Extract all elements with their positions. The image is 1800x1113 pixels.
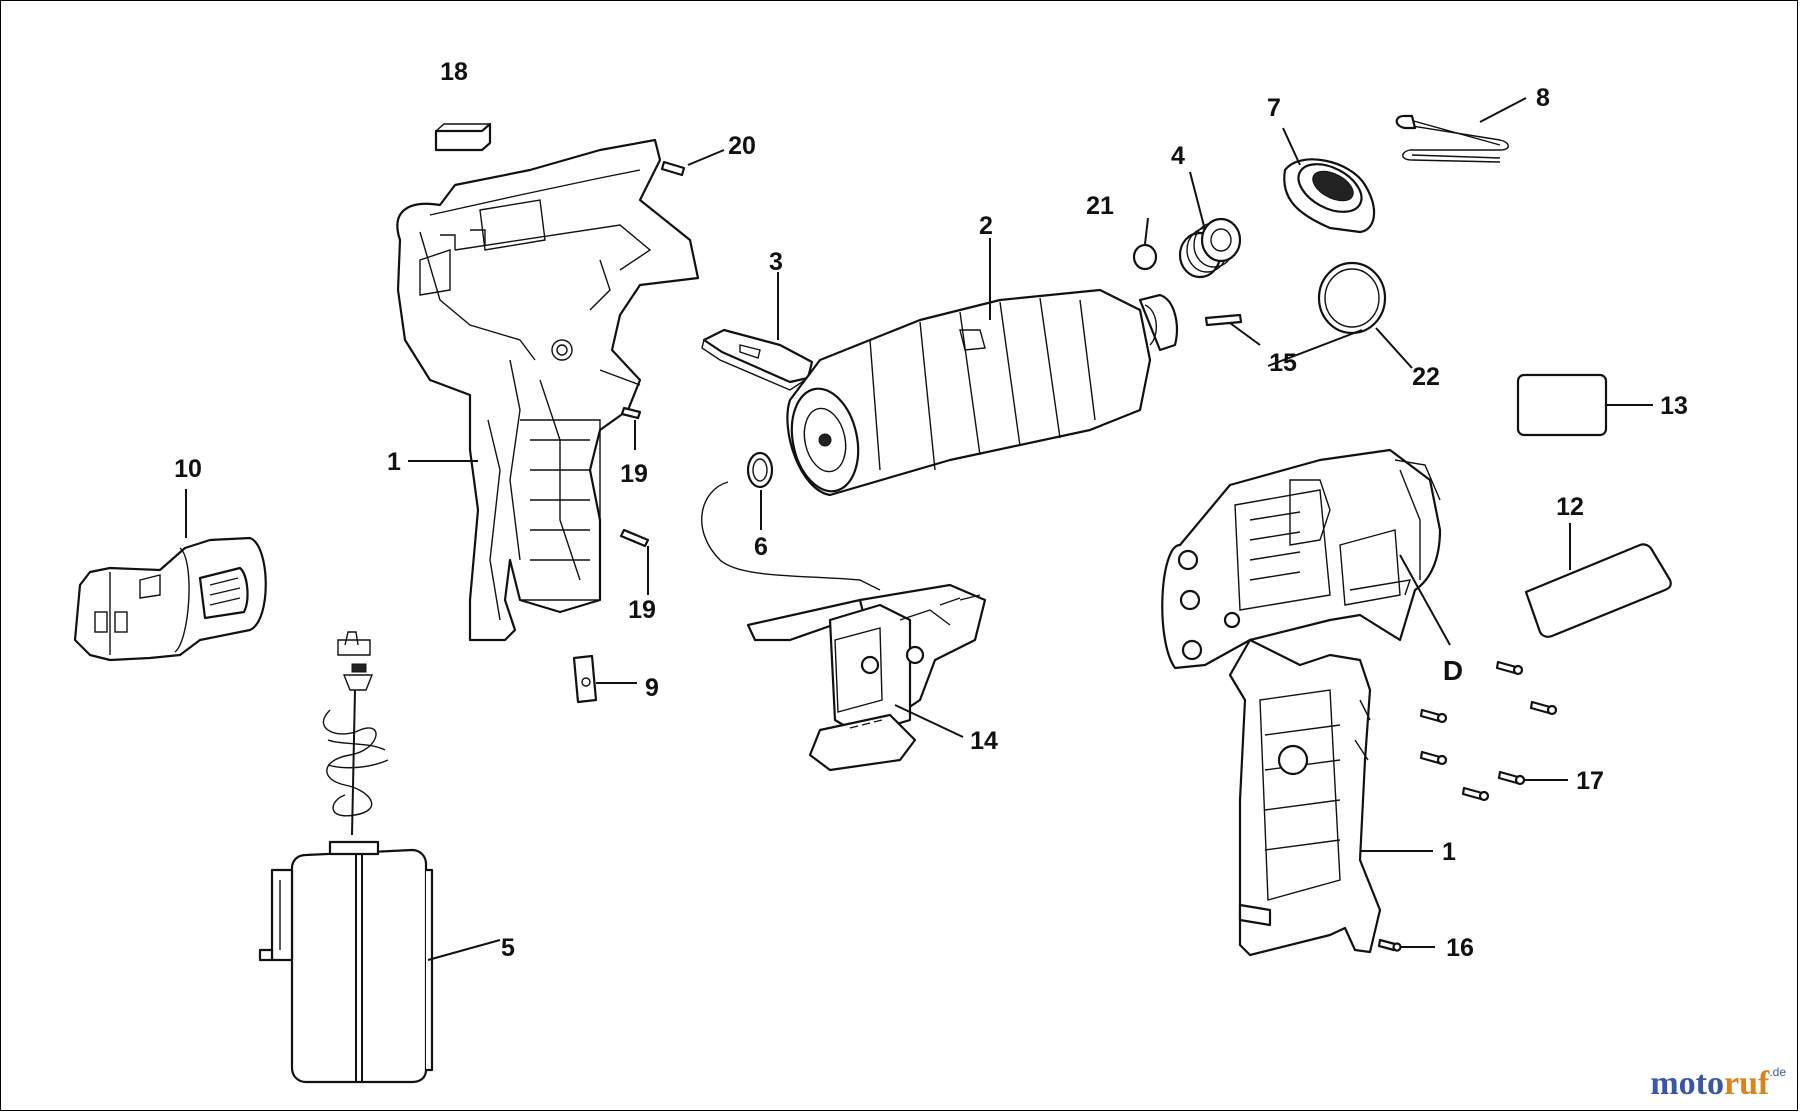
part-16-screw	[1377, 938, 1402, 952]
callout-4: 4	[1171, 142, 1185, 170]
part-20-pin	[660, 149, 725, 177]
watermark-part1: moto	[1650, 1065, 1724, 1102]
part-10-battery	[73, 536, 267, 662]
charger-plug-cord	[322, 631, 389, 836]
part-12-label	[1524, 543, 1672, 638]
callout-2: 2	[979, 212, 993, 240]
callout-19-upper: 19	[620, 460, 648, 488]
callout-6: 6	[754, 533, 768, 561]
watermark-suffix: .de	[1769, 1065, 1786, 1079]
callout-14: 14	[970, 727, 998, 755]
callout-18: 18	[440, 58, 468, 86]
callout-13: 13	[1660, 392, 1688, 420]
part-8-spring-wire	[1395, 114, 1509, 163]
part-19-pin-upper	[620, 406, 642, 420]
callout-1-left: 1	[387, 448, 401, 476]
part-17-screws	[1419, 660, 1558, 802]
callout-1-right: 1	[1442, 838, 1456, 866]
callout-5: 5	[501, 934, 515, 962]
part-2-motor-gearbox	[786, 288, 1178, 497]
part-15-pin	[1204, 313, 1243, 327]
callout-3: 3	[769, 248, 783, 276]
callout-16: 16	[1446, 934, 1474, 962]
part-4-spring	[1178, 217, 1242, 279]
part-14-switch	[746, 583, 987, 772]
watermark-part2: ruf	[1723, 1065, 1770, 1102]
callout-8: 8	[1536, 84, 1550, 112]
callout-21: 21	[1086, 192, 1114, 220]
part-9-contact	[572, 654, 598, 704]
part-5-charger	[258, 840, 434, 1084]
callout-labels: 18 20 3 2 21 4 7 8 15 22 13 12 D 17 1 16…	[174, 58, 1688, 962]
part-1-housing-left	[396, 138, 700, 642]
callout-19-lower: 19	[628, 596, 656, 624]
callout-7: 7	[1267, 94, 1281, 122]
part-1-assembled-tool	[1161, 448, 1442, 957]
callout-15: 15	[1269, 349, 1297, 377]
part-13-label	[1516, 373, 1608, 437]
callout-17: 17	[1576, 767, 1604, 795]
site-watermark: motoruf.de	[1650, 1065, 1786, 1103]
wire-harness	[701, 481, 881, 591]
part-19-pin-lower	[619, 528, 650, 548]
part-18-label	[434, 122, 492, 152]
part-21-oring	[1132, 243, 1158, 271]
leader-lines	[185, 97, 1653, 961]
part-7-collar	[1283, 158, 1376, 234]
callout-20: 20	[728, 132, 756, 160]
callout-D: D	[1443, 655, 1463, 686]
callout-12: 12	[1556, 493, 1584, 521]
part-3-clip	[701, 328, 814, 391]
callout-9: 9	[645, 674, 659, 702]
callout-10: 10	[174, 455, 202, 483]
part-22-oring	[1317, 261, 1387, 335]
part-6-washer	[746, 451, 774, 489]
callout-22: 22	[1412, 363, 1440, 391]
